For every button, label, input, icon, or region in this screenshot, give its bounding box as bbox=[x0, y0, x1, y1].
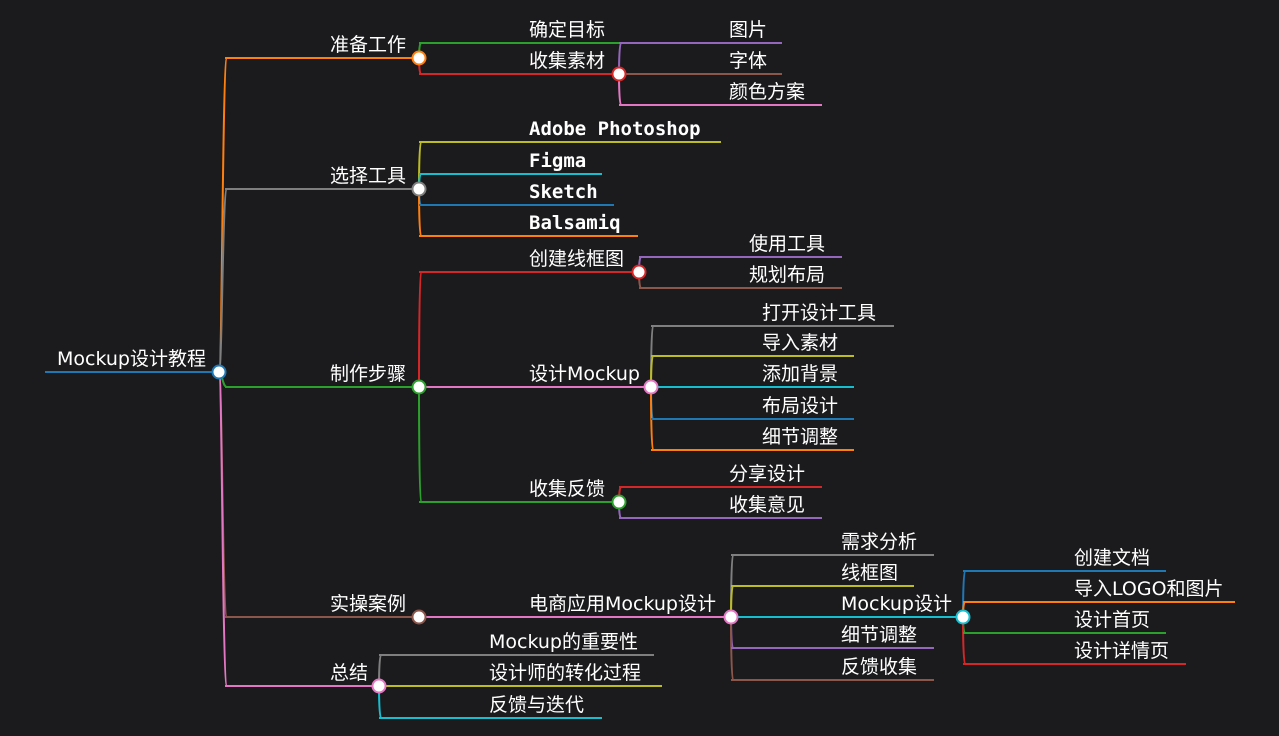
node-label-确定目标[interactable]: 确定目标 bbox=[529, 19, 605, 41]
node-label-反馈收集[interactable]: 反馈收集 bbox=[841, 656, 917, 678]
node-dot-创建线框图[interactable] bbox=[631, 264, 647, 280]
node-dot-准备工作[interactable] bbox=[411, 50, 427, 66]
node-label-figma[interactable]: Figma bbox=[529, 150, 586, 172]
node-label-创建文档[interactable]: 创建文档 bbox=[1074, 547, 1150, 569]
node-label-打开设计工具[interactable]: 打开设计工具 bbox=[762, 302, 876, 324]
node-dot-制作步骤[interactable] bbox=[411, 379, 427, 395]
node-label-规划布局[interactable]: 规划布局 bbox=[749, 264, 825, 286]
node-label-添加背景[interactable]: 添加背景 bbox=[762, 363, 838, 385]
node-label-总结[interactable]: 总结 bbox=[330, 662, 368, 684]
node-label-设计mockup[interactable]: 设计Mockup bbox=[529, 363, 640, 385]
node-label-收集意见[interactable]: 收集意见 bbox=[729, 494, 805, 516]
node-label-使用工具[interactable]: 使用工具 bbox=[749, 233, 825, 255]
node-label-选择工具[interactable]: 选择工具 bbox=[330, 165, 406, 187]
node-label-电商应用mockup设计[interactable]: 电商应用Mockup设计 bbox=[529, 593, 716, 615]
node-label-设计详情页[interactable]: 设计详情页 bbox=[1074, 640, 1169, 662]
node-label-adobe-photoshop[interactable]: Adobe Photoshop bbox=[529, 118, 701, 140]
node-label-字体[interactable]: 字体 bbox=[729, 50, 767, 72]
node-dot-收集素材[interactable] bbox=[611, 66, 627, 82]
link-准备工作 bbox=[218, 57, 228, 373]
node-label-设计师的转化过程[interactable]: 设计师的转化过程 bbox=[489, 662, 641, 684]
node-label-收集反馈[interactable]: 收集反馈 bbox=[529, 478, 605, 500]
node-label-颜色方案[interactable]: 颜色方案 bbox=[729, 81, 805, 103]
node-label-图片[interactable]: 图片 bbox=[729, 19, 767, 41]
node-label-mockup设计[interactable]: Mockup设计 bbox=[841, 593, 952, 615]
node-label-反馈与迭代[interactable]: 反馈与迭代 bbox=[489, 694, 584, 716]
node-dot-mockup设计[interactable] bbox=[955, 609, 971, 625]
node-label-设计首页[interactable]: 设计首页 bbox=[1074, 609, 1150, 631]
node-dot-总结[interactable] bbox=[371, 678, 387, 694]
node-dot-实操案例[interactable] bbox=[411, 609, 427, 625]
node-label-mockup的重要性[interactable]: Mockup的重要性 bbox=[489, 631, 638, 653]
node-label-细节调整[interactable]: 细节调整 bbox=[841, 624, 917, 646]
node-label-mockup设计教程[interactable]: Mockup设计教程 bbox=[57, 348, 206, 370]
node-label-布局设计[interactable]: 布局设计 bbox=[762, 395, 838, 417]
mindmap-underlines bbox=[45, 42, 1235, 719]
node-label-导入素材[interactable]: 导入素材 bbox=[762, 332, 838, 354]
node-label-收集素材[interactable]: 收集素材 bbox=[529, 50, 605, 72]
node-label-balsamiq[interactable]: Balsamiq bbox=[529, 212, 621, 234]
node-label-细节调整[interactable]: 细节调整 bbox=[762, 426, 838, 448]
node-dot-选择工具[interactable] bbox=[411, 181, 427, 197]
node-dot-mockup设计教程[interactable] bbox=[211, 364, 227, 380]
node-label-导入logo和图片[interactable]: 导入LOGO和图片 bbox=[1074, 578, 1224, 600]
link-选择工具 bbox=[218, 188, 228, 373]
node-label-线框图[interactable]: 线框图 bbox=[841, 562, 898, 584]
node-label-实操案例[interactable]: 实操案例 bbox=[330, 593, 406, 615]
node-label-准备工作[interactable]: 准备工作 bbox=[330, 34, 406, 56]
node-label-制作步骤[interactable]: 制作步骤 bbox=[330, 363, 406, 385]
node-label-创建线框图[interactable]: 创建线框图 bbox=[529, 248, 624, 270]
node-dot-设计mockup[interactable] bbox=[643, 379, 659, 395]
mindmap-nodes bbox=[211, 50, 971, 694]
link-总结 bbox=[218, 371, 228, 687]
node-label-分享设计[interactable]: 分享设计 bbox=[729, 463, 805, 485]
link-收集反馈 bbox=[418, 386, 422, 503]
link-创建线框图 bbox=[418, 271, 422, 388]
node-label-sketch[interactable]: Sketch bbox=[529, 181, 598, 203]
node-label-需求分析[interactable]: 需求分析 bbox=[841, 531, 917, 553]
node-dot-收集反馈[interactable] bbox=[611, 494, 627, 510]
node-dot-电商应用mockup设计[interactable] bbox=[723, 609, 739, 625]
